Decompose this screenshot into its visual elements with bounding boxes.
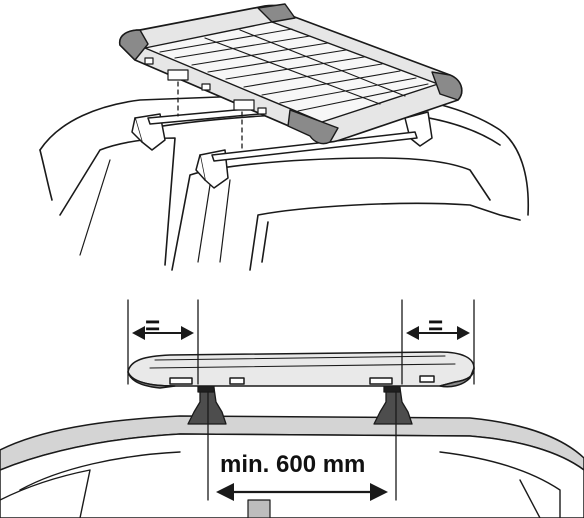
bar-foot-left-side <box>187 381 227 425</box>
basket-rack <box>118 3 463 145</box>
perspective-view <box>39 3 530 271</box>
equal-arrow-left <box>132 326 194 340</box>
side-view <box>0 299 584 518</box>
reference-lines <box>127 299 475 501</box>
bar-foot-right-side <box>373 381 413 425</box>
alignment-dashes <box>177 81 243 153</box>
min-distance-label: min. 600 mm <box>220 451 366 478</box>
basket-side-profile <box>127 351 475 389</box>
equal-sign-right: = <box>428 310 444 340</box>
equal-sign-left: = <box>145 310 161 340</box>
window-post <box>247 499 271 518</box>
equal-arrow-right <box>406 326 470 340</box>
min-distance-arrow <box>216 483 388 501</box>
